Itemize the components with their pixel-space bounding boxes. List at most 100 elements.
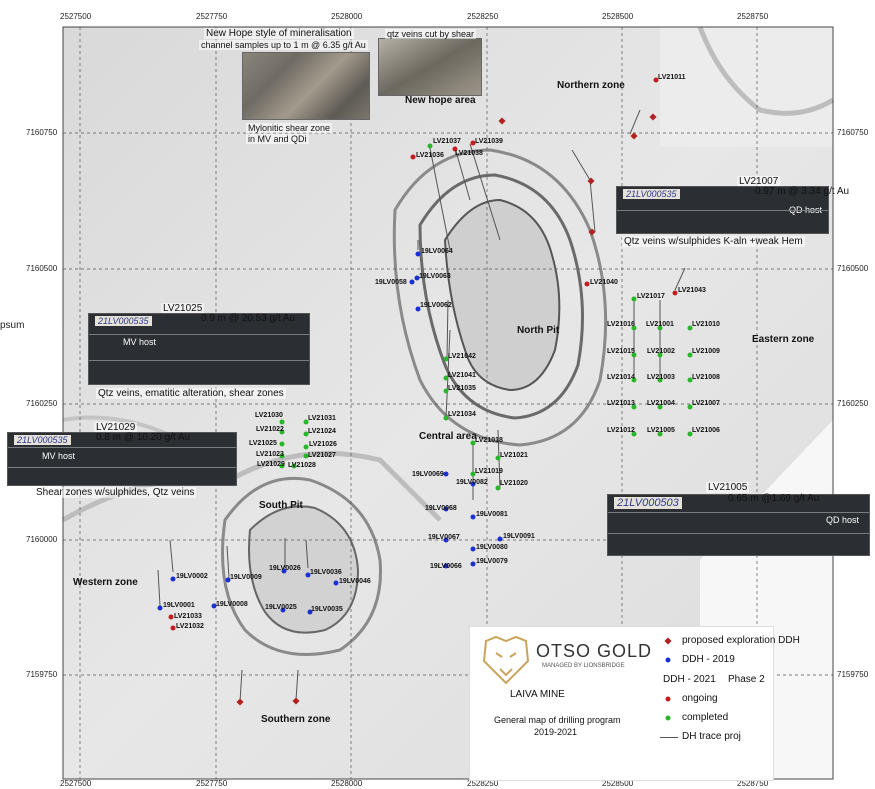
hole-label: 19LV0082 (456, 479, 488, 486)
hole-label: LV21035 (448, 385, 476, 392)
hole-label: 19LV0062 (420, 302, 452, 309)
hole-marker (443, 356, 449, 362)
bear-logo-icon (482, 635, 530, 685)
core-host: MV host (42, 451, 76, 461)
core-lv21007-hole: LV21007 (737, 176, 781, 187)
y-tick-right: 7160250 (837, 399, 869, 408)
hole-label: LV21037 (433, 138, 461, 145)
hole-marker (280, 607, 286, 613)
hole-label: 19LV0081 (476, 511, 508, 518)
hole-marker (443, 375, 449, 381)
legend-completed: completed (682, 712, 729, 723)
core-lv21007-caption: Qtz veins w/sulphides K-aln +weak Hem (622, 236, 805, 247)
x-tick-top: 2528500 (602, 12, 634, 21)
hole-label: 19LV0009 (230, 574, 262, 581)
hole-marker (170, 625, 176, 631)
hole-label: LV21022 (256, 426, 284, 433)
hole-label: LV21005 (647, 427, 675, 434)
hole-marker (303, 453, 309, 459)
hole-label: LV21018 (475, 437, 503, 444)
hole-label: LV21034 (448, 411, 476, 418)
legend-trace: DH trace proj (682, 731, 741, 742)
hole-label: LV21041 (448, 372, 476, 379)
x-tick-bottom: 2528000 (331, 779, 363, 788)
hole-label: LV21036 (416, 152, 444, 159)
hole-marker (687, 404, 693, 410)
hole-label: LV21020 (500, 480, 528, 487)
hole-marker (495, 485, 501, 491)
mylonitic-caption-2: in MV and QDi (246, 134, 309, 144)
hole-marker (427, 143, 433, 149)
hole-marker (687, 352, 693, 358)
hole-marker (415, 306, 421, 312)
hole-marker (443, 537, 449, 543)
core-tag: 21LV000503 (614, 497, 682, 509)
hole-label: 19LV0026 (269, 565, 301, 572)
core-tag: 21LV000535 (14, 435, 71, 445)
core-lv21025-hole: LV21025 (161, 303, 205, 314)
hole-marker (584, 281, 590, 287)
hole-label: LV21028 (288, 462, 316, 469)
hole-marker (631, 296, 637, 302)
hole-marker (415, 251, 421, 257)
hole-label: LV21038 (455, 150, 483, 157)
hole-marker (470, 440, 476, 446)
x-tick-bottom: 2528500 (602, 779, 634, 788)
core-tag: 21LV000535 (95, 316, 152, 326)
hole-marker (631, 377, 637, 383)
legend-ongoing-symbol (665, 696, 671, 702)
hole-marker (279, 429, 285, 435)
legend-ongoing: ongoing (682, 693, 718, 704)
hole-label: LV21030 (255, 412, 283, 419)
hole-marker (443, 563, 449, 569)
hole-label: LV21004 (647, 400, 675, 407)
x-tick-top: 2528250 (467, 12, 499, 21)
hole-label: 19LV0066 (430, 563, 462, 570)
hole-marker (657, 404, 663, 410)
hole-marker (303, 431, 309, 437)
hole-label: LV21007 (692, 400, 720, 407)
mine-name: LAIVA MINE (510, 689, 565, 700)
hole-marker (307, 609, 313, 615)
hole-marker (631, 431, 637, 437)
hole-marker (303, 419, 309, 425)
hole-label: 19LV0002 (176, 573, 208, 580)
legend-trace-symbol (660, 737, 678, 738)
hole-label: LV21017 (637, 293, 665, 300)
hole-label: LV21039 (475, 138, 503, 145)
hole-label: LV21024 (308, 428, 336, 435)
legend-phase: Phase 2 (728, 674, 765, 685)
hole-label: LV21011 (658, 74, 686, 81)
core-host: QD host (825, 515, 859, 525)
map-subtitle-2: 2019-2021 (534, 727, 578, 737)
core-lv21005-hole: LV21005 (706, 482, 750, 493)
hole-marker (414, 275, 420, 281)
hole-label: LV21001 (646, 321, 674, 328)
hole-label: 19LV0008 (216, 601, 248, 608)
core-lv21025-grade: 0.9 m @ 20.53 g/t Au (201, 313, 296, 324)
hole-marker (279, 453, 285, 459)
hole-marker (281, 568, 287, 574)
x-tick-top: 2527750 (196, 12, 228, 21)
hole-marker (211, 603, 217, 609)
hole-marker (279, 419, 285, 425)
hole-label: LV21040 (590, 279, 618, 286)
hole-marker (497, 536, 503, 542)
x-tick-bottom: 2528750 (737, 779, 769, 788)
hole-label: 19LV0025 (265, 604, 297, 611)
hole-marker (631, 352, 637, 358)
side-fragment: psum (0, 320, 25, 331)
new-hope-photo-qtz (378, 38, 482, 96)
hole-marker (305, 572, 311, 578)
hole-label: LV21021 (500, 452, 528, 459)
hole-label: LV21006 (692, 427, 720, 434)
core-photo-lv21005: 21LV000503 0.65 m @1.69 g/t Au QD host (607, 493, 870, 556)
zone-south-pit: South Pit (259, 500, 303, 511)
hole-label: LV21014 (607, 374, 635, 381)
hole-marker (303, 444, 309, 450)
hole-label: LV21033 (174, 613, 202, 620)
hole-marker (631, 325, 637, 331)
y-tick-left: 7160750 (26, 128, 58, 137)
